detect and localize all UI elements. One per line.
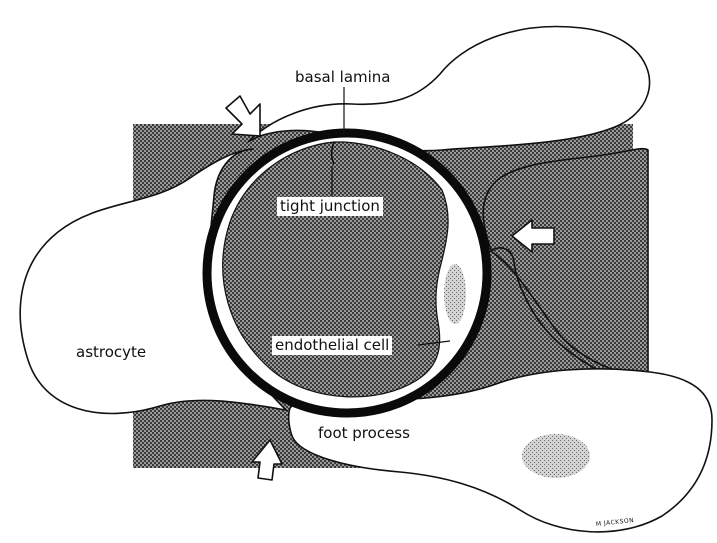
label-tight-junction: tight junction — [277, 197, 383, 216]
endothelial-nucleus — [444, 264, 466, 324]
label-astrocyte: astrocyte — [76, 345, 146, 360]
label-foot-process: foot process — [318, 426, 410, 441]
nucleus — [522, 434, 590, 478]
label-endothelial-cell: endothelial cell — [272, 336, 392, 355]
label-basal-lamina: basal lamina — [292, 68, 394, 87]
